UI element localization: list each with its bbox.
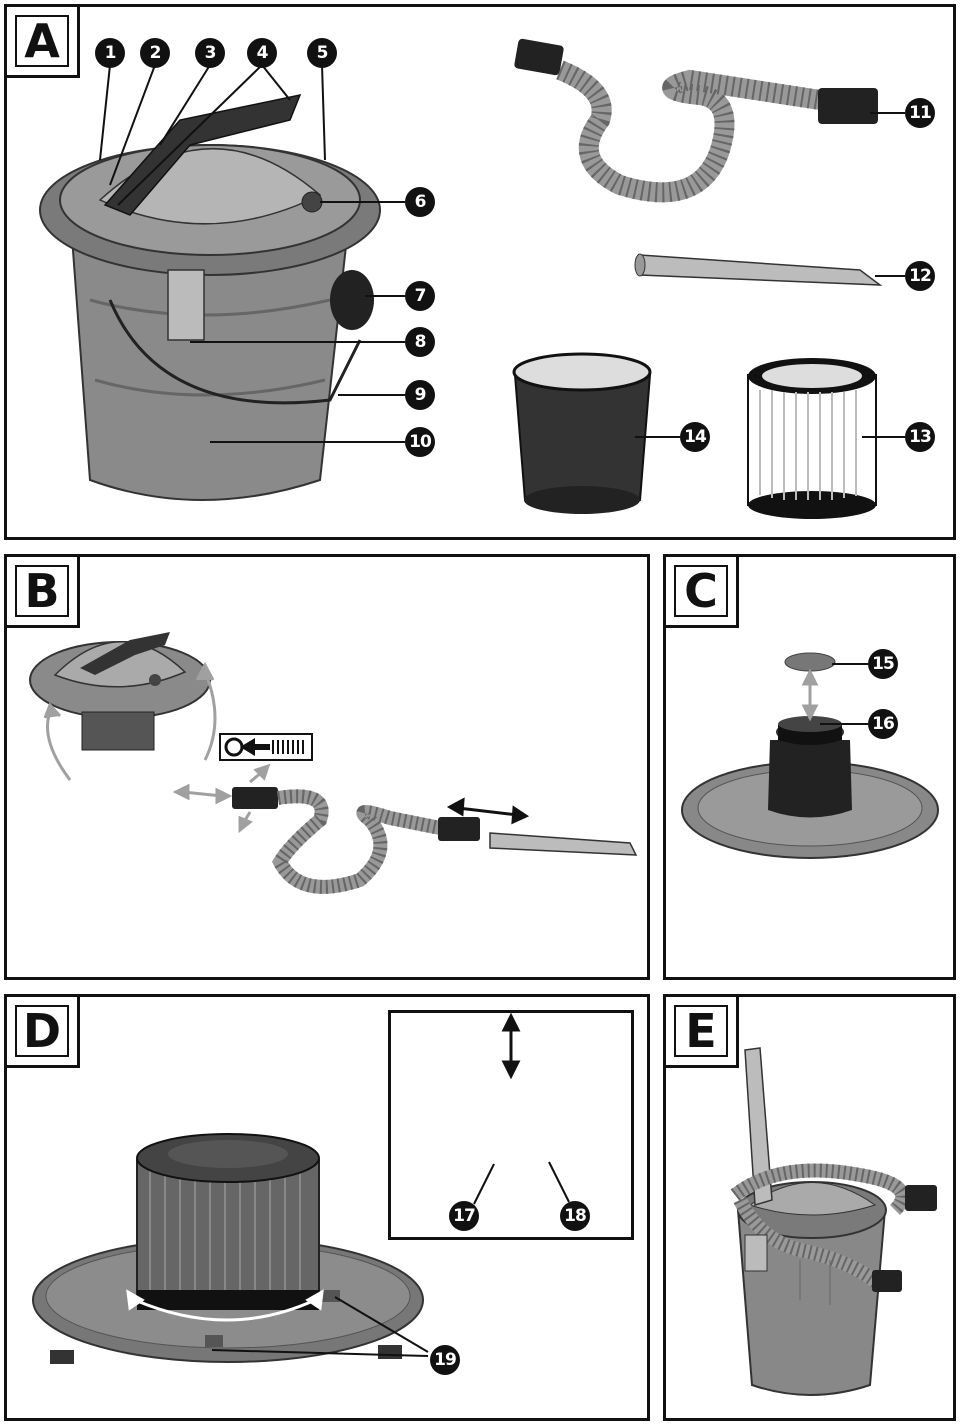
extension-tube [634, 253, 883, 286]
ash-vacuum-drum [39, 93, 381, 501]
lid-assembly-b [29, 632, 211, 751]
twist-arrow-d [126, 1289, 324, 1322]
cartridge-on-lid-d [32, 1133, 424, 1364]
leader-lines-c [820, 663, 868, 725]
callout-10: 10 [405, 427, 435, 457]
callout-11: 11 [905, 98, 935, 128]
panel-e-label: E [663, 994, 739, 1068]
callout-8: 8 [405, 327, 435, 357]
panel-a-label: A [4, 4, 80, 78]
callout-14: 14 [680, 422, 710, 452]
callout-13: 13 [905, 422, 935, 452]
callout-7: 7 [405, 281, 435, 311]
leader-lines-d [211, 1296, 429, 1357]
rotation-arrows-b [43, 661, 217, 781]
callout-6: 6 [405, 187, 435, 217]
callout-12: 12 [905, 261, 935, 291]
callout-19: 19 [430, 1345, 460, 1375]
filter-arrow-c [801, 668, 819, 722]
callout-3: 3 [195, 38, 225, 68]
connect-arrows-b [172, 763, 271, 834]
lid-underside-c [681, 652, 939, 859]
hose-lock-icon [219, 733, 313, 761]
callout-2: 2 [140, 38, 170, 68]
callout-16: 16 [868, 709, 898, 739]
callout-17: 17 [449, 1201, 479, 1231]
callout-1: 1 [95, 38, 125, 68]
vertical-arrow-d [501, 1012, 521, 1080]
leader-lines-a [99, 64, 905, 443]
metal-basket-filter [512, 352, 652, 514]
callout-15: 15 [868, 649, 898, 679]
callout-5: 5 [307, 38, 337, 68]
cartridge-filter [747, 358, 877, 519]
panel-b [4, 554, 650, 980]
panel-d-label: D [4, 994, 80, 1068]
panel-c-label: C [663, 554, 739, 628]
hose-b [232, 787, 638, 894]
leader-lines-inset [473, 1161, 570, 1205]
callout-18: 18 [560, 1201, 590, 1231]
callout-4: 4 [247, 38, 277, 68]
stored-vacuum-e [730, 1047, 937, 1396]
callout-9: 9 [405, 380, 435, 410]
panel-b-label: B [4, 554, 80, 628]
push-arrow-b [446, 797, 530, 825]
hose-illustration [514, 38, 878, 203]
